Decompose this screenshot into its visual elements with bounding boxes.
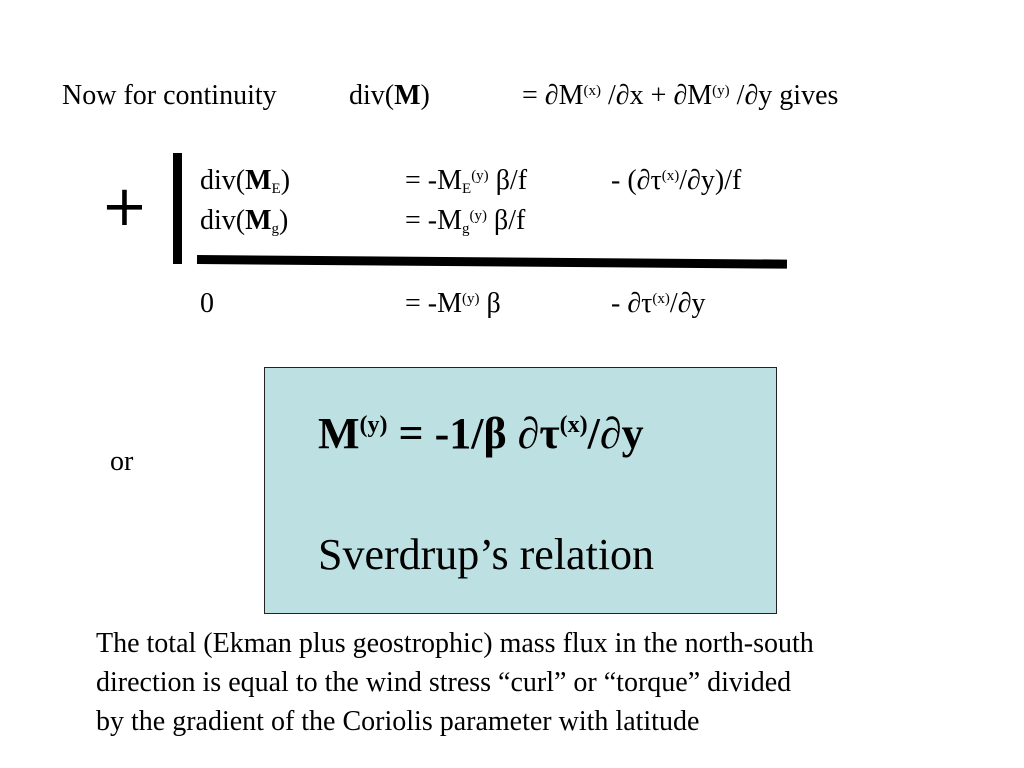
row1-mid-sup: (y) (471, 168, 489, 184)
row1-lhs-prefix: div( (200, 165, 246, 196)
intro-rhs-c: /∂y gives (729, 80, 839, 111)
row2-lhs-prefix: div( (200, 205, 246, 236)
row1-lhs-sub: E (271, 181, 281, 197)
row2-lhs-suffix: ) (279, 205, 289, 236)
row1-right: - (∂τ(x)/∂y)/f (611, 165, 741, 197)
intro-rhs-a: = ∂M (522, 80, 584, 111)
row2-mid-b: β/f (487, 205, 526, 236)
row1-right-b: /∂y)/f (679, 165, 742, 196)
intro-div-prefix: div( (349, 80, 395, 111)
row1-mid-b: β/f (488, 165, 528, 196)
row2-lhs-sub: g (271, 221, 280, 237)
row2-lhs: div(Mg) (200, 205, 288, 237)
row1-right-a: - (∂τ (611, 165, 662, 196)
sverdrup-relation-title: Sverdrup’s relation (318, 530, 655, 579)
row3-mid-a: = -M (405, 288, 463, 319)
result-eq-c: /∂y (587, 409, 644, 458)
summary-line-3: by the gradient of the Coriolis paramete… (96, 706, 700, 737)
row1-mid-sub: E (462, 181, 472, 197)
intro-rhs-sup-y: (y) (712, 83, 730, 99)
row3-mid: = -M(y) β (405, 288, 501, 320)
or-label: or (110, 446, 134, 477)
intro-divergence: div(M) (349, 80, 430, 112)
sverdrup-result-box (264, 367, 777, 614)
intro-rhs-b: /∂x + ∂M (601, 80, 713, 111)
result-eq-sup-x: (x) (559, 412, 588, 438)
summary-line-2: direction is equal to the wind stress “c… (96, 667, 792, 698)
sverdrup-equation: M(y) = -1/β ∂τ(x)/∂y (318, 410, 644, 458)
summation-vertical-bar (173, 153, 182, 264)
row3-mid-sup: (y) (462, 291, 480, 307)
row3-right-a: - ∂τ (611, 288, 653, 319)
row2-lhs-M: M (245, 205, 272, 236)
summary-line-1: The total (Ekman plus geostrophic) mass … (96, 628, 814, 659)
row2-mid-a: = -M (405, 205, 463, 236)
row2-mid-sub: g (462, 221, 470, 237)
row3-right: - ∂τ(x)/∂y (611, 288, 706, 320)
result-eq-sup-y: (y) (359, 412, 388, 438)
summation-underline (196, 255, 788, 269)
row1-lhs: div(ME) (200, 165, 290, 197)
intro-rhs: = ∂M(x) /∂x + ∂M(y) /∂y gives (522, 80, 838, 112)
intro-div-M: M (394, 80, 421, 111)
result-eq-a: M (318, 409, 360, 458)
row3-right-sup: (x) (652, 291, 670, 307)
row3-lhs: 0 (200, 288, 214, 319)
row1-lhs-M: M (245, 165, 272, 196)
row3-right-b: /∂y (669, 288, 706, 319)
intro-rhs-sup-x: (x) (583, 83, 602, 99)
row2-mid-sup: (y) (469, 208, 488, 224)
row1-lhs-suffix: ) (280, 165, 291, 196)
intro-text: Now for continuity (62, 80, 277, 111)
row3-mid-b: β (479, 288, 501, 319)
plus-sign: + (101, 174, 148, 239)
row1-right-sup: (x) (661, 168, 680, 184)
result-eq-b: = -1/β ∂τ (387, 409, 560, 458)
row1-mid-a: = -M (405, 165, 463, 196)
row1-mid: = -ME(y) β/f (405, 165, 527, 197)
row2-mid: = -Mg(y) β/f (405, 205, 525, 237)
intro-div-suffix: ) (420, 80, 430, 111)
summary-paragraph: The total (Ekman plus geostrophic) mass … (96, 624, 996, 741)
